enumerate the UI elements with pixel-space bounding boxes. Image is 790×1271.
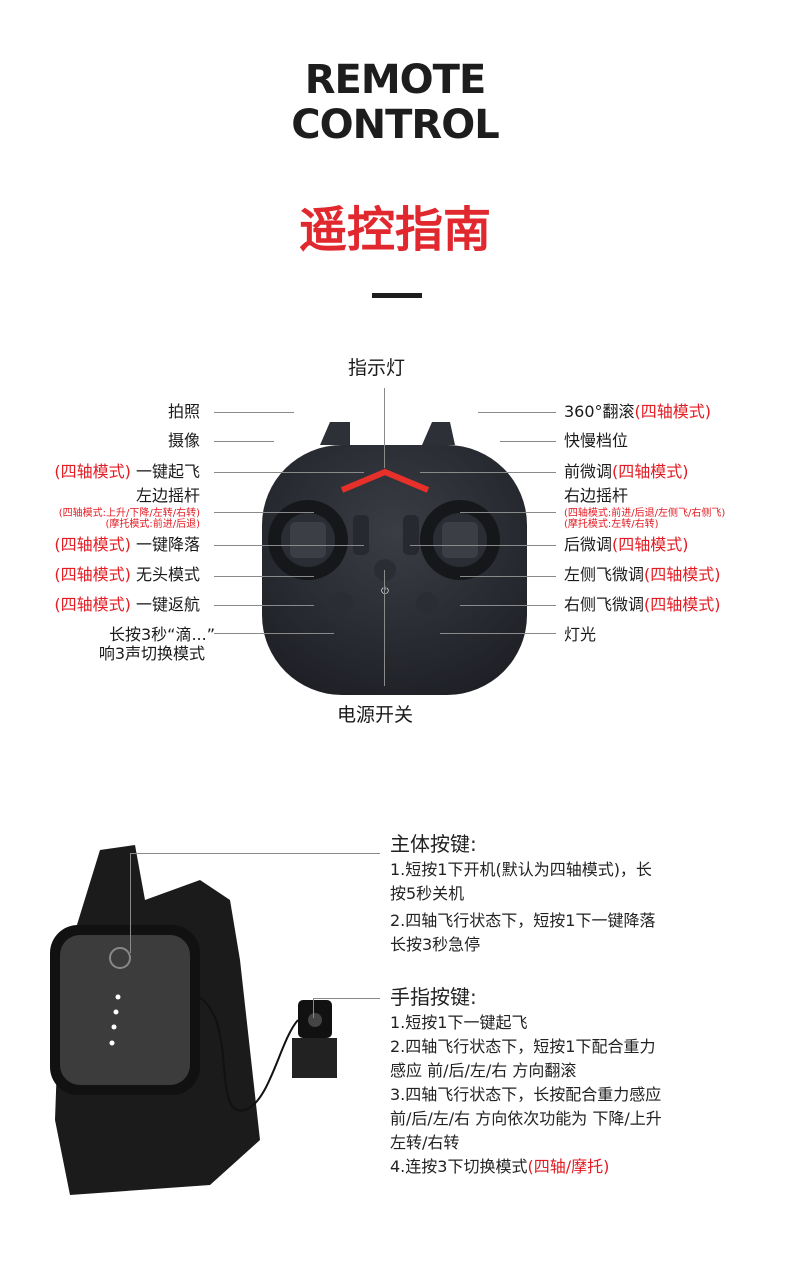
finger-key-item: 3.四轴飞行状态下，长按配合重力感应 [390, 1085, 662, 1104]
label-left-stick-sub2: (摩托模式:前进/后退) [105, 519, 200, 530]
title-en-line2: CONTROL [291, 102, 499, 148]
leader-line [313, 998, 380, 999]
label-left-stick-sub1: (四轴模式:上升/下降/左转/右转) [58, 508, 200, 519]
label-mode-switch-2: 响3声切换模式 [98, 644, 205, 663]
finger-key-item-last: 4.连按3下切换模式(四轴/摩托) [390, 1157, 610, 1176]
label-return-home: (四轴模式) 一键返航 [54, 595, 200, 614]
finger-key-item: 左转/右转 [390, 1133, 460, 1152]
leader-line [420, 472, 556, 473]
main-key-item: 1.短按1下开机(默认为四轴模式)，长 [390, 860, 652, 879]
finger-key-item: 前/后/左/右 方向依次功能为 下降/上升 [390, 1109, 662, 1128]
finger-key-heading: 手指按键: [390, 985, 477, 1009]
leader-line [214, 576, 314, 577]
leader-line [460, 512, 556, 513]
main-key-item: 按5秒关机 [390, 884, 465, 903]
label-power-switch: 电源开关 [337, 704, 414, 726]
leader-line [214, 512, 314, 513]
label-back-trim: 后微调(四轴模式) [564, 535, 689, 554]
wristband-controller-image [50, 845, 337, 1195]
main-key-section: 主体按键: 1.短按1下开机(默认为四轴模式)，长 按5秒关机 2.四轴飞行状态… [390, 830, 750, 957]
leader-line [384, 570, 385, 686]
leader-line [500, 441, 556, 442]
label-right-stick-sub1: (四轴模式:前进/后退/左侧飞/右侧飞) [564, 508, 726, 519]
label-right-stick: 右边摇杆 [564, 486, 629, 505]
leader-line [440, 633, 556, 634]
finger-key-section: 手指按键: 1.短按1下一键起飞 2.四轴飞行状态下，短按1下配合重力 感应 前… [390, 983, 750, 1179]
finger-key-item: 感应 前/后/左/右 方向翻滚 [390, 1061, 577, 1080]
leader-line [214, 605, 314, 606]
leader-line [130, 853, 131, 953]
label-headless: (四轴模式) 无头模式 [54, 565, 200, 584]
main-key-item: 2.四轴飞行状态下，短按1下一键降落 [390, 911, 656, 930]
leader-line [214, 472, 364, 473]
leader-line [410, 545, 556, 546]
label-left-stick: 左边摇杆 [135, 486, 200, 505]
leader-line [478, 412, 556, 413]
label-video: 摄像 [167, 431, 200, 450]
remote-controller-image: ⏻ [262, 422, 527, 695]
leader-line [214, 545, 364, 546]
leader-line [214, 412, 294, 413]
leader-line [460, 576, 556, 577]
leader-line [460, 605, 556, 606]
main-key-heading: 主体按键: [390, 832, 477, 856]
leader-line [130, 853, 380, 854]
main-key-item: 长按3秒急停 [390, 935, 481, 954]
leader-line [313, 998, 314, 1018]
title-cn: 遥控指南 [298, 202, 491, 258]
label-takeoff: (四轴模式) 一键起飞 [54, 462, 200, 481]
label-landing: (四轴模式) 一键降落 [54, 535, 200, 554]
finger-key-item: 1.短按1下一键起飞 [390, 1013, 528, 1032]
label-left-side-trim: 左侧飞微调(四轴模式) [564, 565, 721, 584]
leader-line [214, 633, 334, 634]
label-photo: 拍照 [167, 402, 200, 421]
label-forward-trim: 前微调(四轴模式) [564, 462, 689, 481]
divider [372, 293, 422, 298]
leader-line [384, 388, 385, 468]
svg-text:⏻: ⏻ [381, 586, 389, 597]
label-speed: 快慢档位 [564, 431, 629, 450]
label-flip: 360°翻滚(四轴模式) [564, 402, 712, 421]
label-indicator-light: 指示灯 [348, 357, 406, 379]
leader-line [214, 441, 274, 442]
finger-key-item: 2.四轴飞行状态下，短按1下配合重力 [390, 1037, 656, 1056]
title-en-line1: REMOTE [304, 57, 487, 103]
label-right-side-trim: 右侧飞微调(四轴模式) [564, 595, 721, 614]
label-mode-switch: 长按3秒“滴...” [108, 625, 215, 644]
label-right-stick-sub2: (摩托模式:左转/右转) [564, 519, 659, 530]
label-light: 灯光 [564, 625, 597, 644]
